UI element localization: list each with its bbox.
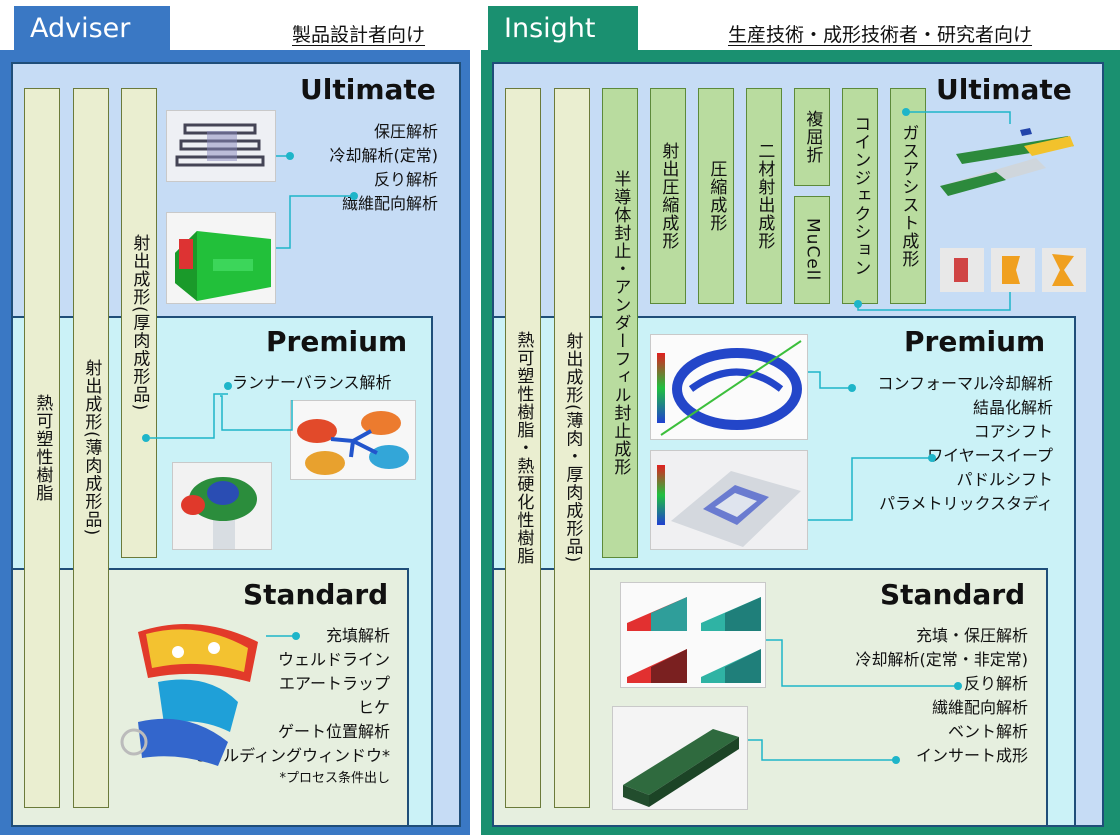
insight-tab-label: Insight — [504, 12, 596, 44]
insight-column-two-shot: 二材射出成形 — [746, 88, 782, 304]
gas-assist-sequence-images — [940, 248, 1086, 292]
adviser-column-thick-wall: 射出成形(厚肉成形品) — [121, 88, 157, 558]
insight-column-encapsulation: 半導体封止・アンダーフィル封止成形 — [602, 88, 638, 558]
insert-molding-image — [612, 706, 748, 810]
analysis-item: エアートラップ — [278, 674, 390, 693]
analysis-item: ワイヤースイープ — [927, 446, 1053, 465]
analysis-item: 結晶化解析 — [972, 398, 1053, 417]
insight-tab[interactable]: Insight — [488, 6, 638, 50]
adviser-column-thin-wall: 射出成形(薄肉成形品) — [73, 88, 109, 808]
analysis-item: コンフォーマル冷却解析 — [877, 374, 1053, 393]
warp-analysis-grid-image — [620, 582, 766, 688]
analysis-item: ランナーバランス解析 — [232, 373, 392, 392]
insight-column-birefringence: 複屈折 — [794, 88, 830, 186]
adviser-standard-analyses: 充填解析 ウェルドライン エアートラップ ヒケ ゲート位置解析 モールディングウ… — [191, 624, 390, 790]
adviser-ultimate-analyses: 保圧解析 冷却解析(定常) 反り解析 繊維配向解析 — [330, 120, 439, 216]
insight-column-injection-compression: 射出圧縮成形 — [650, 88, 686, 304]
insight-standard-title: Standard — [880, 578, 1026, 611]
insight-column-mucell: MuCell — [794, 196, 830, 304]
insight-standard-analyses: 充填・保圧解析 冷却解析(定常・非定常) 反り解析 繊維配向解析 ベント解析 イ… — [856, 624, 1029, 768]
insight-audience: 生産技術・成形技術者・研究者向け — [728, 24, 1033, 46]
adviser-ultimate-title: Ultimate — [300, 73, 436, 106]
analysis-item: インサート成形 — [915, 746, 1028, 765]
adviser-premium-analyses: ランナーバランス解析 — [232, 371, 392, 395]
analysis-item: パラメトリックスタディ — [879, 494, 1053, 513]
analysis-item: パドルシフト — [956, 470, 1053, 489]
insight-premium-title: Premium — [904, 325, 1046, 358]
analysis-item: ベント解析 — [947, 722, 1028, 741]
footnote: *プロセス条件出し — [279, 771, 390, 786]
gas-assist-part-image — [936, 124, 1086, 198]
adviser-tab-label: Adviser — [30, 12, 131, 44]
adviser-column-thermoplastic: 熱可塑性樹脂 — [24, 88, 60, 808]
analysis-item: モールディングウィンドウ* — [191, 746, 390, 765]
runner-balance-image — [290, 400, 416, 480]
insight-premium-analyses: コンフォーマル冷却解析 結晶化解析 コアシフト ワイヤースイープ パドルシフト … — [877, 372, 1053, 516]
analysis-item: 充填・保圧解析 — [915, 626, 1028, 645]
analysis-item: 充填解析 — [325, 626, 390, 645]
analysis-item: ゲート位置解析 — [277, 722, 390, 741]
analysis-item: ウェルドライン — [277, 650, 390, 669]
insight-column-compression: 圧縮成形 — [698, 88, 734, 304]
analysis-item: 反り解析 — [963, 674, 1028, 693]
warp-part-image — [166, 212, 276, 304]
analysis-item: ヒケ — [357, 698, 390, 717]
analysis-item: 繊維配向解析 — [931, 698, 1028, 717]
insight-ultimate-title: Ultimate — [936, 73, 1072, 106]
cooling-channel-image — [166, 110, 276, 182]
insight-column-coinjection: コインジェクション — [842, 88, 878, 304]
analysis-item: 反り解析 — [373, 170, 438, 189]
insight-column-injection: 射出成形(薄肉・厚肉成形品) — [554, 88, 590, 808]
adviser-tab[interactable]: Adviser — [14, 6, 170, 50]
controller-part-image — [118, 612, 272, 770]
adviser-audience: 製品設計者向け — [292, 24, 426, 46]
insight-column-gas-assist: ガスアシスト成形 — [890, 88, 926, 304]
conformal-cooling-image — [650, 334, 808, 440]
analysis-item: 冷却解析(定常) — [329, 146, 439, 165]
wire-sweep-image — [650, 450, 808, 550]
analysis-item: 冷却解析(定常・非定常) — [855, 650, 1029, 669]
adviser-standard-title: Standard — [243, 578, 389, 611]
analysis-item: 繊維配向解析 — [341, 194, 438, 213]
analysis-item: 保圧解析 — [373, 122, 438, 141]
adviser-premium-title: Premium — [266, 325, 408, 358]
analysis-item: コアシフト — [973, 422, 1053, 441]
mold-part-image — [172, 462, 272, 550]
insight-column-resins: 熱可塑性樹脂・熱硬化性樹脂 — [505, 88, 541, 808]
